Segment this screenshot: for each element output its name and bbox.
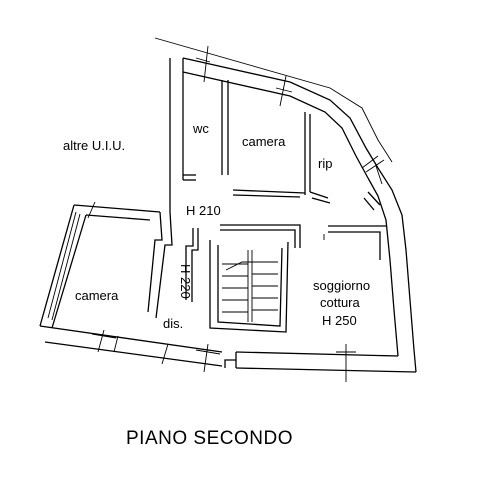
interior-walls [147, 80, 386, 333]
staircase [222, 250, 278, 322]
room-label-cottura: cottura [320, 295, 361, 310]
room-label-camera-left: camera [75, 288, 119, 303]
room-label-altre: altre U.I.U. [63, 138, 125, 153]
room-label-dis: dis. [163, 316, 183, 331]
height-label-dis: H 220 [178, 264, 193, 299]
room-label-rip: rip [318, 156, 332, 171]
room-label-soggiorno: soggiorno [313, 278, 370, 293]
room-label-camera-top: camera [242, 134, 286, 149]
height-label-soggiorno: H 250 [322, 313, 357, 328]
window-marks [87, 45, 385, 382]
room-label-wc: wc [192, 121, 209, 136]
height-label-corridor: H 210 [186, 203, 221, 218]
plan-title: PIANO SECONDO [126, 428, 293, 449]
outer-walls [39, 37, 417, 373]
